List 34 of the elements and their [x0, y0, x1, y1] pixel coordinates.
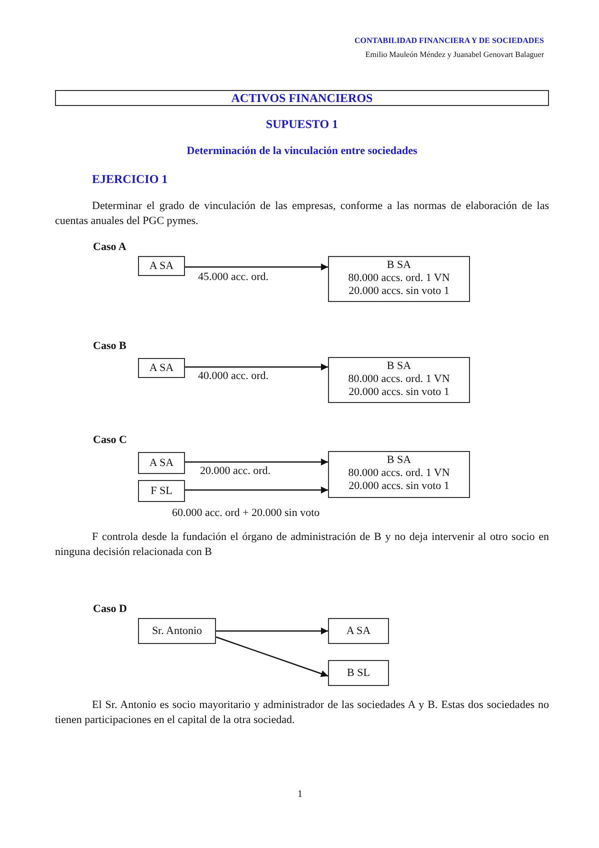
- exercise-heading: EJERCICIO 1: [92, 172, 169, 187]
- case-heading: Caso C: [93, 434, 128, 446]
- heading: SUPUESTO 1: [264, 117, 340, 132]
- edge-label: 40.000 acc. ord.: [198, 370, 269, 382]
- arrow: [216, 628, 328, 634]
- arrow: [185, 486, 328, 494]
- company-box: A SA: [138, 452, 185, 474]
- edge-label: 45.000 acc. ord.: [198, 271, 269, 283]
- company-box: B SA 80.000 accs. ord. 1 VN 20.000 accs. sin voto 1: [328, 256, 470, 302]
- page-number: 1: [296, 789, 304, 800]
- company-box: B SA 80.000 accs. ord. 1 VN 20.000 accs. sin voto 1: [328, 357, 470, 403]
- subheading: Determinación de la vinculación entre sociedades: [186, 145, 418, 157]
- company-box: A SA: [138, 358, 185, 378]
- paragraph: Determinar el grado de vinculación de las empresas, conforme a las normas de elaboración de las cuentas anuales del PGC pymes.: [55, 199, 549, 229]
- edge-label: 20.000 acc. ord.: [200, 465, 271, 477]
- person-box: Sr. Antonio: [138, 618, 216, 644]
- company-box: B SL: [328, 660, 389, 686]
- arrow: [216, 636, 328, 677]
- paragraph: El Sr. Antonio es socio mayoritario y administrador de las sociedades A y B. Estas dos sociedades no tienen participaciones en el capital de la otra sociedad.: [55, 698, 549, 728]
- header-title: CONTABILIDAD FINANCIERA Y DE SOCIEDADES: [353, 36, 544, 45]
- header-authors: Emilio Mauleón Méndez y Juanabel Genovart Balaguer: [364, 50, 544, 59]
- title-box: ACTIVOS FINANCIEROS: [55, 90, 549, 106]
- company-box: A SA: [328, 618, 389, 644]
- arrow: [185, 458, 328, 466]
- arrow: [185, 264, 328, 270]
- edge-label: 60.000 acc. ord + 20.000 sin voto: [172, 507, 320, 519]
- paragraph: F controla desde la fundación el órgano de administración de B y no deja intervenir al otro socio en ninguna decisión relacionada con B: [55, 530, 549, 560]
- company-box: A SA: [138, 256, 185, 276]
- company-box: B SA 80.000 accs. ord. 1 VN 20.000 accs. sin voto 1: [328, 451, 470, 498]
- case-heading: Caso B: [93, 340, 128, 352]
- case-heading: Caso D: [93, 603, 128, 615]
- arrow: [185, 364, 328, 370]
- company-box: F SL: [138, 480, 185, 502]
- case-heading: Caso A: [93, 241, 128, 253]
